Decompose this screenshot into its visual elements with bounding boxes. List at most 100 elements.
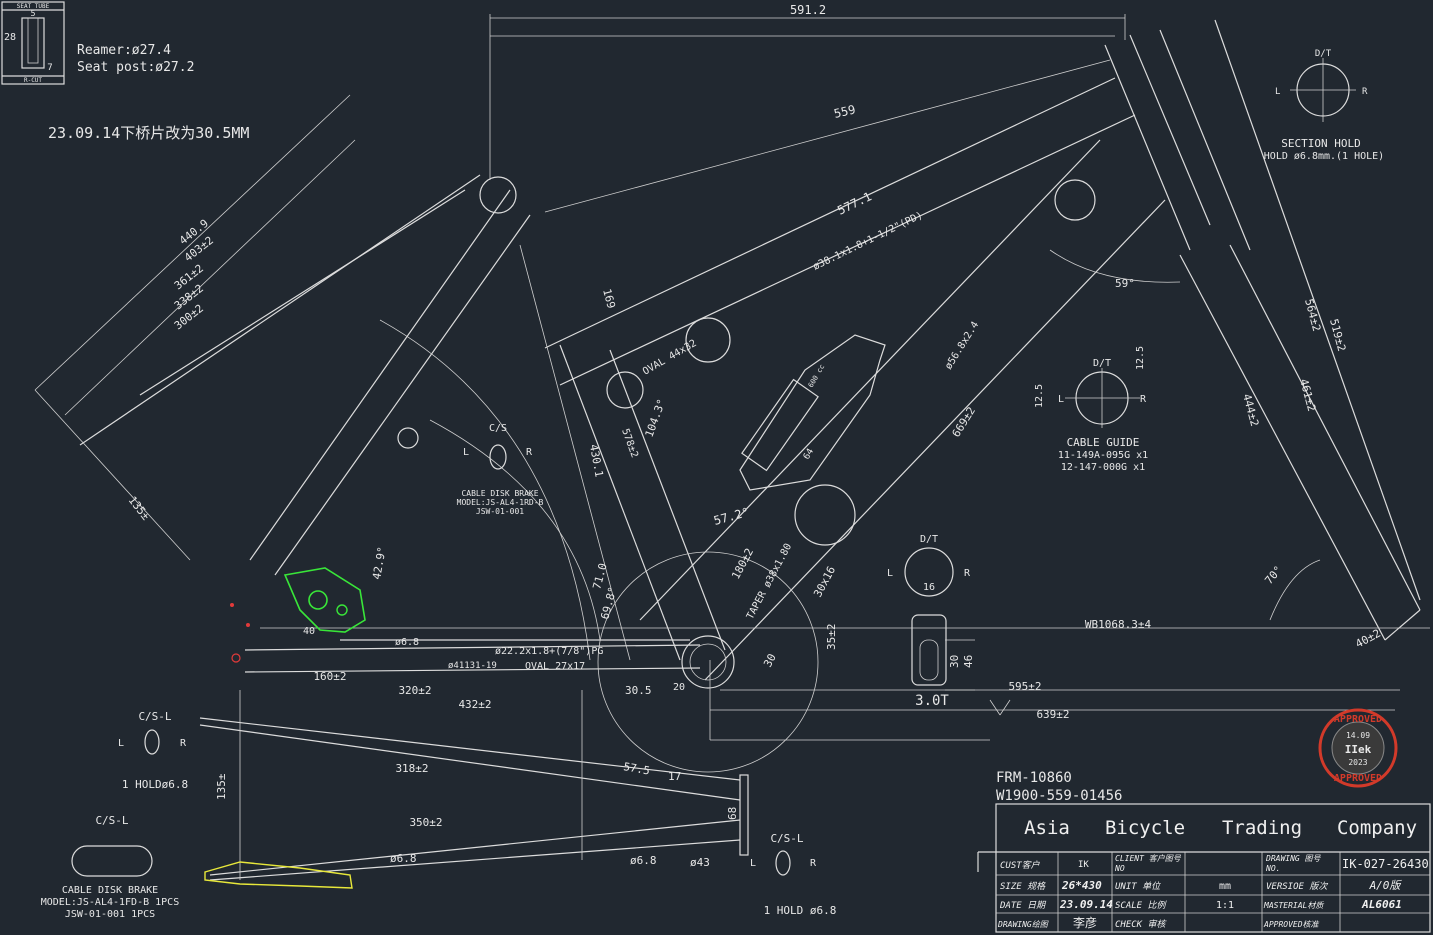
cable-guide-title: CABLE GUIDE [1067,436,1140,449]
dt-mid-l: L [887,568,893,579]
drawing-by-value: 李彦 [1073,915,1097,930]
stamp-date2: 2023 [1348,758,1367,767]
csl-left-r: R [180,738,187,749]
dim-46: 46 [962,655,975,668]
cable-guide-r: R [1140,394,1147,405]
dim-20: 20 [673,682,685,693]
cust-value: IK [1078,860,1089,870]
mid-brake-detail: C/S L R CABLE DISK BRAKE MODEL:JS-AL4-1R… [457,423,544,516]
size-value: 26*430 [1061,879,1102,892]
cable-guide-l: L [1058,394,1064,405]
section-hold-detail: D/T L R SECTION HOLD HOLD ø6.8mm.(1 HOLE… [1264,49,1384,162]
cs-mid: C/S [489,423,507,434]
dim-30b: 30 [948,655,961,668]
approved-label: APPROVED核准 [1263,920,1320,929]
change-note: 23.09.14下桥片改为30.5MM [48,124,249,142]
hold-right: 1 HOLD ø6.8 [764,904,837,917]
section-hold-l: L [1275,87,1280,97]
mid-dt-detail: D/T L R 16 [887,534,971,597]
brake-b-1: CABLE DISK BRAKE [62,885,158,896]
company-word-3: Trading [1222,817,1302,839]
dropout-highlight [204,861,353,889]
csl-left-l: L [118,738,124,749]
csl-left: C/S-L [138,710,171,723]
check-label: CHECK 审核 [1115,919,1168,930]
cable-guide-p1: 11-149A-095G x1 [1058,450,1148,461]
dim-135b: 135± [215,773,228,800]
dim-169: 169 [600,287,618,310]
dim-432: 432±2 [458,698,491,711]
section-hold-top: D/T [1315,49,1332,59]
csl-right-r: R [810,858,817,869]
csl-right: C/S-L [770,832,803,845]
dim-35: 35±2 [825,624,838,651]
model-w: W1900-559-01456 [996,788,1122,804]
dt-mid: D/T [920,534,938,545]
drawing-by-label: DRAWING绘图 [997,920,1049,929]
cable-guide-detail: D/T 12.5 12.5 L R CABLE GUIDE 11-149A-09… [1034,346,1148,473]
dim-68: 68 [726,807,739,820]
drawing-no-value: IK-027-26430 [1342,857,1429,871]
seat-tube-dim-c: 7 [47,63,52,73]
dim-oval2: OVAL 27x17 [525,661,585,672]
drawing-no-label-2: NO. [1265,864,1280,873]
stamp-top: APPROVED [1334,714,1382,725]
dim-part: ø41131-19 [448,661,497,671]
section-hold-title: SECTION HOLD [1281,137,1360,150]
stamp-brand: IIek [1345,743,1372,756]
company-word-4: Company [1337,817,1417,839]
dim-17: 17 [668,770,681,783]
frame-geometry [34,14,1430,889]
brake-b-2: MODEL:JS-AL4-1FD-B 1PCS [41,897,179,908]
brake-mid-2: MODEL:JS-AL4-1RD-B [457,498,544,507]
dim-160: 160±2 [313,670,346,683]
section-hold-r: R [1362,87,1368,97]
date-value: 23.09.14 [1059,898,1113,911]
date-label: DATE 日期 [999,900,1047,911]
approved-stamp: APPROVED 14.09 IIek 2023 APPROVED [1318,708,1398,788]
dim-30-5: 30.5 [625,684,652,697]
dim-59: 59° [1115,277,1135,290]
dim-57-5: 57.5 [622,760,650,777]
dim-318: 318±2 [395,762,428,775]
brake-b-3: JSW-01-001 1PCS [65,909,155,920]
cs-mid-l: L [463,447,469,458]
model-frm: FRM-10860 [996,770,1072,786]
seat-tube-bottom: R-CUT [24,77,42,84]
dim-595: 595±2 [1008,680,1041,693]
dim-6-8d: ø6.8 [390,852,417,865]
dim-wb: WB1068.3±4 [1085,618,1152,631]
cable-guide-dim-b: 12.5 [1034,384,1045,408]
size-label: SIZE 规格 [1000,881,1046,892]
dim-320: 320±2 [398,684,431,697]
dim-43: ø43 [690,856,710,869]
dt-mid-dim: 16 [923,582,935,593]
dim-40b: 40 [303,626,315,637]
unit-label: UNIT 单位 [1115,881,1161,892]
seat-tube-dim-b: 5 [31,9,36,18]
unit-value: mm [1219,881,1231,892]
stamp-date1: 14.09 [1346,731,1370,740]
bottle-dim: 64 [802,447,816,461]
cable-guide-dim-a: 12.5 [1135,346,1146,370]
brake-caliper-highlight [283,567,366,633]
seat-tube-title: SEAT TUBE [17,3,50,10]
dim-6-8: ø6.8 [630,854,657,867]
dim-6-8c: ø6.8 [395,637,419,648]
cs-mid-r: R [526,447,533,458]
company-word-1: Asia [1024,817,1070,839]
dim-42-9: 42.9° [370,546,389,581]
hold-left: 1 HOLDø6.8 [122,778,188,791]
dim-430: 430.1 [587,443,606,478]
client-label-2: NO [1114,864,1125,873]
scale-label: SCALE 比例 [1115,900,1168,911]
section-hold-note: HOLD ø6.8mm.(1 HOLE) [1264,151,1384,162]
left-csl-detail: C/S-L L R 1 HOLDø6.8 [118,710,188,791]
bottom-brake-detail: C/S-L CABLE DISK BRAKE MODEL:JS-AL4-1FD-… [41,814,179,920]
company-word-2: Bicycle [1105,817,1185,839]
dim-350: 350±2 [409,816,442,829]
csl-right-l: L [750,858,756,869]
dim-3t: 3.0T [915,693,949,709]
